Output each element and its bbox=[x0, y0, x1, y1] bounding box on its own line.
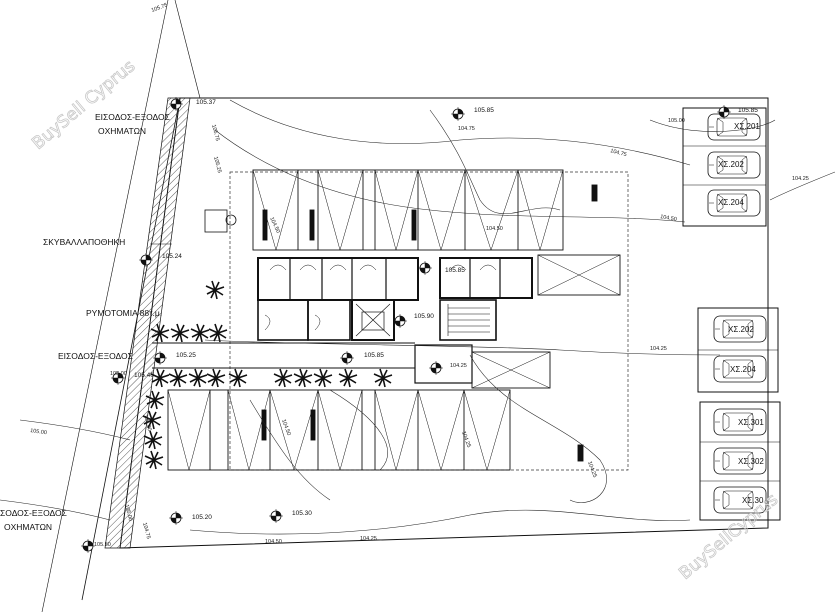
level-top-left: 105.37 bbox=[196, 99, 216, 106]
contour-label: 105.75 bbox=[210, 124, 220, 142]
parking-bays-middle bbox=[697, 307, 779, 393]
contour-label: 104.50 bbox=[280, 419, 291, 437]
entrance-exit-top-label-2: ΟΧΗΜΑΤΩΝ bbox=[98, 126, 146, 136]
contour-label: 104.75 bbox=[609, 148, 627, 158]
level-stair-low: 104.25 bbox=[450, 363, 467, 369]
contour-label: 104.50 bbox=[660, 214, 678, 223]
road-widening-hatch bbox=[104, 97, 191, 549]
level-right-top: 105.85 bbox=[738, 107, 758, 114]
entrance-exit-bottom-label: ΣΟΔΟΣ-ΕΞΟΔΟΣ bbox=[0, 508, 67, 518]
contour-label: 104.75 bbox=[458, 126, 475, 132]
parcel-line bbox=[174, 0, 201, 99]
contour-label: 104.25 bbox=[792, 176, 809, 182]
parking-space-label: ΧΣ.202 bbox=[718, 160, 744, 169]
lower-parking-block bbox=[167, 389, 584, 471]
contour-label: 105.00 bbox=[123, 504, 133, 522]
entrance-exit-mid-label: ΕΙΣΟΔΟΣ-ΕΞΟΔΟΣ bbox=[58, 351, 133, 361]
entrance-exit-top-label: ΕΙΣΟΔΟΣ-ΕΞΟΔΟΣ bbox=[95, 112, 170, 122]
contour-label: 104.25 bbox=[360, 536, 377, 542]
parking-space-label: ΧΣ.202 bbox=[728, 325, 754, 334]
garbage-room-label: ΣΚΥΒΑΛΛΑΠΟΘΗΚΗ bbox=[43, 237, 125, 247]
level-core-center: 105.90 bbox=[414, 313, 434, 320]
level-top-center: 105.85 bbox=[474, 107, 494, 114]
contour-label: 104.50 bbox=[486, 226, 503, 232]
contour-label: 104.25 bbox=[586, 461, 597, 479]
level-entry-left: 105.25 bbox=[176, 352, 196, 359]
level-left-mid: 105.24 bbox=[162, 253, 182, 260]
parking-space-label: ΧΣ.204 bbox=[718, 198, 744, 207]
contour-label: 105.25 bbox=[212, 156, 222, 174]
parking-bays-lower bbox=[699, 401, 781, 521]
parking-space-label: ΧΣ.201 bbox=[734, 122, 760, 131]
landscaping bbox=[142, 209, 393, 470]
building-core bbox=[257, 254, 621, 389]
contour-label: 104.25 bbox=[460, 431, 471, 449]
parking-space-label: ΧΣ.302 bbox=[738, 457, 764, 466]
contour-label: 104.50 bbox=[265, 539, 282, 545]
level-stair-top: 105.85 bbox=[445, 267, 465, 274]
contour-label: 105.00 bbox=[30, 428, 47, 436]
contour-lines bbox=[0, 99, 835, 535]
level-entry-far-left: 105.40 bbox=[134, 372, 154, 379]
road-line-outer bbox=[41, 0, 169, 612]
watermark-top-left: BuySell Cyprus bbox=[28, 56, 139, 154]
contour-label: 105.00 bbox=[668, 118, 685, 124]
contour-label: 105.00 bbox=[110, 371, 127, 377]
upper-parking-block bbox=[252, 169, 598, 251]
parking-space-label: ΧΣ.301 bbox=[738, 418, 764, 427]
contour-label: 104.75 bbox=[141, 522, 151, 540]
road-widening-label: ΡΥΜΟΤΟΜΙΑ 88τ.μ. bbox=[86, 308, 162, 318]
parking-space-label: ΧΣ.30 bbox=[742, 496, 764, 505]
contour-label: 105.75 bbox=[151, 2, 169, 13]
entrance-exit-bottom-label-2: ΟΧΗΜΑΤΩΝ bbox=[4, 522, 52, 532]
parking-space-label: ΧΣ.204 bbox=[730, 365, 756, 374]
contour-label: 104.50 bbox=[268, 216, 281, 234]
level-entry-right: 105.85 bbox=[364, 352, 384, 359]
level-bottom-left: 105.20 bbox=[192, 514, 212, 521]
contour-label: 104.25 bbox=[650, 346, 667, 352]
level-bottom-corner: 105.50 bbox=[94, 542, 111, 548]
contour-label: 105.00 bbox=[142, 414, 152, 432]
level-bottom-mid: 105.30 bbox=[292, 510, 312, 517]
